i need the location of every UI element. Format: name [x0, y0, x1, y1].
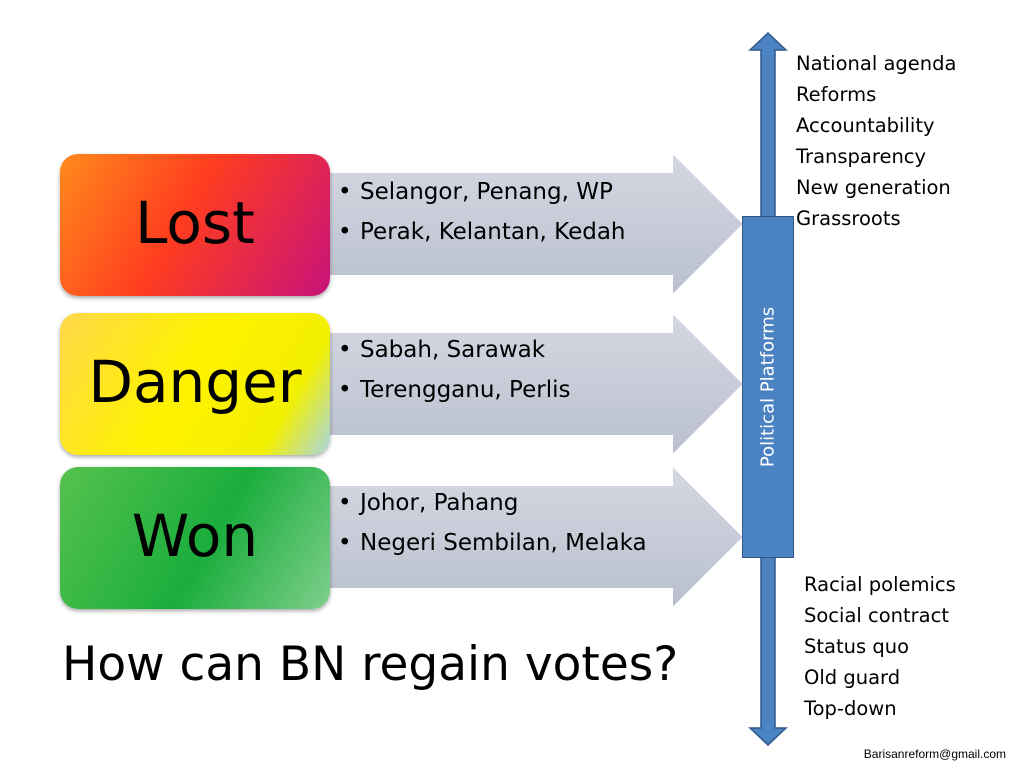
list-item: Grassroots	[796, 207, 901, 230]
list-item: New generation	[796, 176, 951, 199]
list-item: Sabah, Sarawak	[336, 330, 696, 370]
category-label: Won	[131, 502, 259, 570]
list-item: Top-down	[804, 697, 897, 720]
list-item: Terengganu, Perlis	[336, 370, 696, 410]
question-heading: How can BN regain votes?	[62, 637, 679, 692]
lost-states-list: Selangor, Penang, WP Perak, Kelantan, Ke…	[336, 172, 696, 252]
list-item: National agenda	[796, 52, 957, 75]
list-item: Negeri Sembilan, Melaka	[336, 523, 696, 563]
list-item: Selangor, Penang, WP	[336, 172, 696, 212]
list-item: Accountability	[796, 114, 935, 137]
category-label: Lost	[135, 189, 255, 257]
axis-label: Political Platforms	[757, 306, 779, 468]
bottom-platform-list: Racial polemics Social contract Status q…	[804, 569, 956, 724]
email-footer: Barisanreform@gmail.com	[863, 747, 1006, 761]
category-label: Danger	[88, 348, 302, 416]
category-danger-box: Danger	[60, 313, 330, 455]
won-states-list: Johor, Pahang Negeri Sembilan, Melaka	[336, 483, 696, 563]
list-item: Johor, Pahang	[336, 483, 696, 523]
political-platforms-bar	[742, 216, 794, 558]
category-lost-box: Lost	[60, 154, 330, 296]
list-item: Transparency	[796, 145, 927, 168]
list-item: Reforms	[796, 83, 877, 106]
danger-states-list: Sabah, Sarawak Terengganu, Perlis	[336, 330, 696, 410]
list-item: Status quo	[804, 635, 910, 658]
category-won-box: Won	[60, 467, 330, 609]
list-item: Social contract	[804, 604, 950, 627]
list-item: Racial polemics	[804, 573, 956, 596]
list-item: Old guard	[804, 666, 901, 689]
top-platform-list: National agenda Reforms Accountability T…	[796, 48, 956, 234]
list-item: Perak, Kelantan, Kedah	[336, 212, 696, 252]
